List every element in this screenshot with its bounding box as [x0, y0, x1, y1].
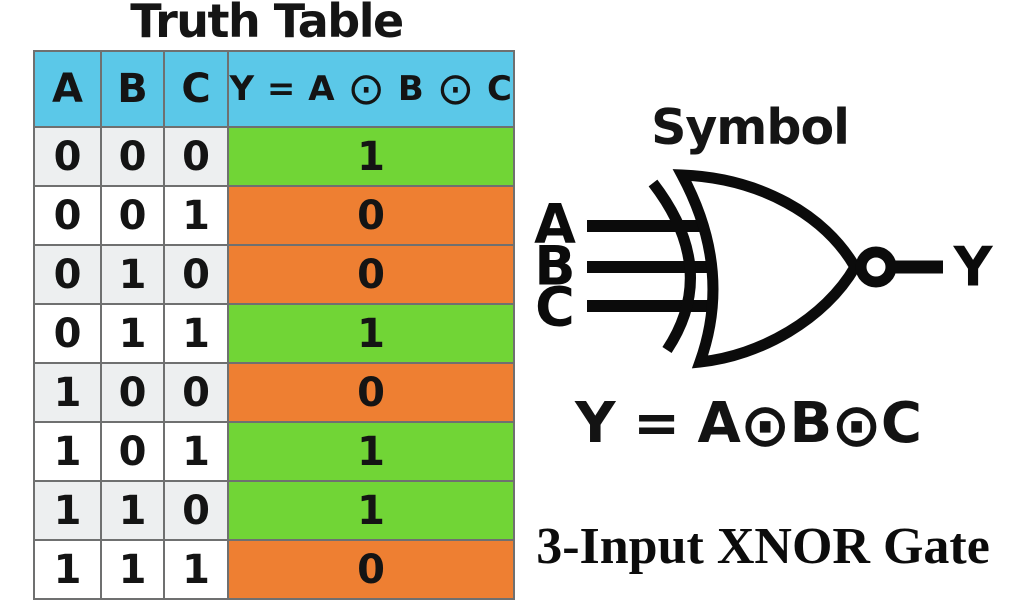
input-cell-b: 0: [100, 362, 165, 423]
gate-input-label-c: C: [535, 276, 575, 339]
input-cell-a: 0: [33, 303, 102, 364]
input-cell-c: 0: [163, 362, 229, 423]
inversion-bubble: [855, 246, 897, 288]
truth-table: A B C Y = A ⊙ B ⊙ C 0 0 0 1 0 0 1 0 0 1: [33, 50, 515, 600]
input-cell-c: 1: [163, 539, 229, 600]
input-cell-a: 1: [33, 539, 102, 600]
header-col-y-equation: Y = A ⊙ B ⊙ C: [227, 50, 515, 128]
gate-input-label-a: A: [534, 193, 576, 256]
xnor-gate-icon: A B C Y: [534, 169, 993, 369]
table-row: 1 0 0 0: [33, 362, 515, 423]
input-cell-c: 1: [163, 185, 229, 246]
figure-caption: 3-Input XNOR Gate: [536, 518, 990, 575]
input-cell-a: 0: [33, 244, 102, 305]
table-row: 0 0 0 1: [33, 126, 515, 187]
input-cell-b: 0: [100, 185, 165, 246]
output-cell: 0: [227, 362, 515, 423]
gate-strokes: [587, 169, 943, 369]
input-cell-c: 0: [163, 244, 229, 305]
output-cell: 0: [227, 539, 515, 600]
input-cell-b: 0: [100, 126, 165, 187]
header-col-a: A: [33, 50, 102, 128]
table-row: 0 0 1 0: [33, 185, 515, 246]
input-cell-a: 1: [33, 480, 102, 541]
table-row: 1 1 1 0: [33, 539, 515, 600]
output-cell: 1: [227, 303, 515, 364]
gate-input-label-b: B: [534, 235, 575, 298]
table-row: 1 1 0 1: [33, 480, 515, 541]
output-cell: 1: [227, 421, 515, 482]
gate-output-label-y: Y: [952, 236, 993, 299]
output-cell: 1: [227, 480, 515, 541]
header-col-c: C: [163, 50, 229, 128]
output-cell: 1: [227, 126, 515, 187]
input-cell-b: 1: [100, 244, 165, 305]
input-cell-a: 0: [33, 126, 102, 187]
symbol-heading: Symbol: [651, 99, 850, 156]
input-cell-b: 1: [100, 539, 165, 600]
input-cell-b: 0: [100, 421, 165, 482]
input-cell-b: 1: [100, 303, 165, 364]
truth-table-title: Truth Table: [130, 0, 404, 48]
input-cell-c: 0: [163, 480, 229, 541]
input-cell-a: 0: [33, 185, 102, 246]
table-row: 0 1 0 0: [33, 244, 515, 305]
input-cell-c: 0: [163, 126, 229, 187]
input-cell-c: 1: [163, 421, 229, 482]
input-cell-a: 1: [33, 362, 102, 423]
header-col-b: B: [100, 50, 165, 128]
truth-table-header-row: A B C Y = A ⊙ B ⊙ C: [33, 50, 515, 128]
output-cell: 0: [227, 185, 515, 246]
xor-extra-arc: [648, 179, 696, 354]
xnor-equation: Y = A⊙B⊙C: [575, 390, 922, 461]
gate-body: [672, 169, 862, 369]
table-row: 1 0 1 1: [33, 421, 515, 482]
table-row: 0 1 1 1: [33, 303, 515, 364]
input-cell-c: 1: [163, 303, 229, 364]
output-cell: 0: [227, 244, 515, 305]
input-cell-b: 1: [100, 480, 165, 541]
input-cell-a: 1: [33, 421, 102, 482]
